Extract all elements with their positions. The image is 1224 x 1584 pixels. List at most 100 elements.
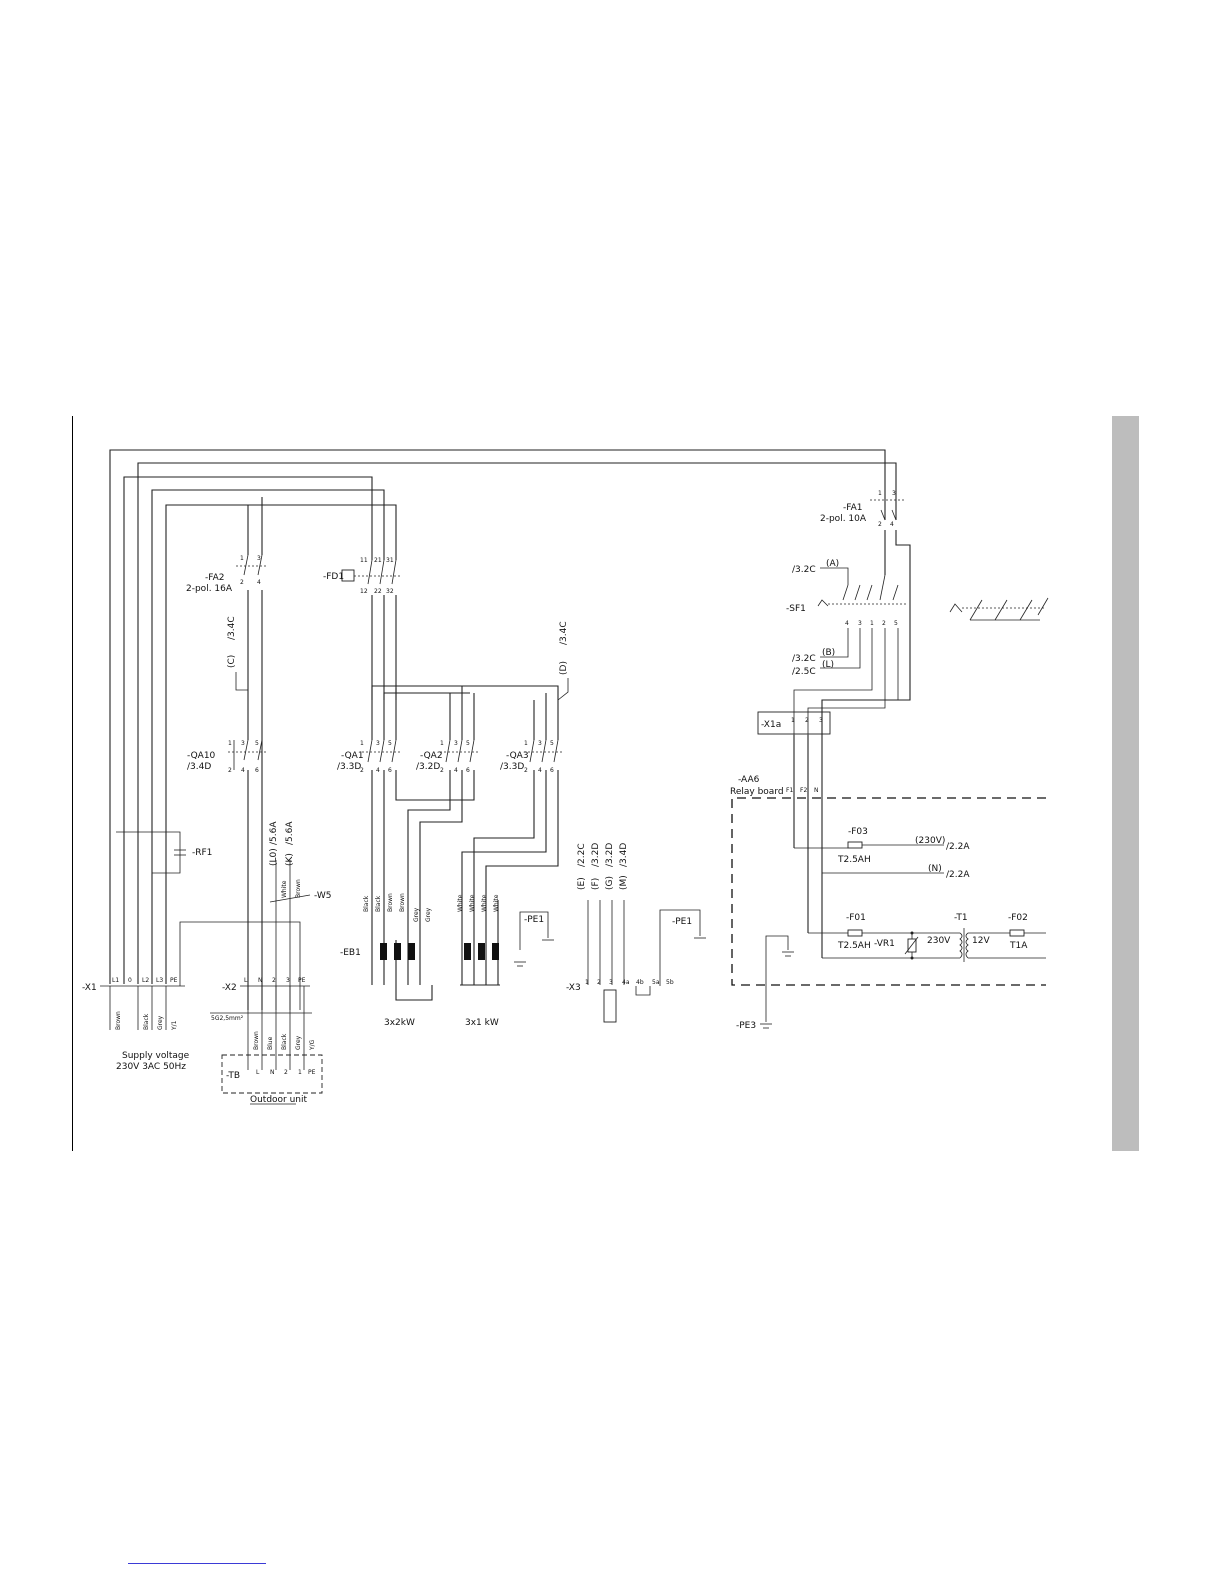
tb-term-2: 2 <box>284 1069 288 1076</box>
pe1-left-tag: -PE1 <box>524 915 544 925</box>
qa2-contact-1: 1 <box>440 740 444 747</box>
tb-term-l: L <box>256 1069 260 1076</box>
w5-color-white: White <box>281 880 288 898</box>
x1-wire-black: Black <box>143 1013 150 1030</box>
eb1-wire-color-4: Brown <box>399 893 406 912</box>
ground-pe3: -PE3 <box>736 985 772 1031</box>
fa2-spec: 2-pol. 16A <box>186 584 233 594</box>
fd1-tag: -FD1 <box>323 572 344 582</box>
f03-tag: -F03 <box>848 827 868 837</box>
eb1-wire-color-5: Grey <box>413 907 420 922</box>
qa10-contact-1: 1 <box>228 740 232 747</box>
fd1-contact-32: 32 <box>386 588 394 595</box>
relay-board-aa6[interactable]: -AA6 Relay board F1 F2 N -F03 T2.5AH (23… <box>730 775 1046 986</box>
ref-n-target: /2.2A <box>946 870 970 880</box>
switch-sf1[interactable]: /3.2C (A) -SF1 4 3 1 2 5 /3.2C (B) /2.5C… <box>786 559 1049 735</box>
contactor-qa10[interactable]: 1 3 5 2 4 6 -QA10 /3.4D <box>187 690 266 1010</box>
qa2-contact-3: 3 <box>454 740 458 747</box>
x2-wire-yg: Y/G <box>309 1039 316 1051</box>
qa3-tag: -QA3 <box>506 751 529 761</box>
qa10-contact-4: 4 <box>241 767 245 774</box>
ref-l0: (L0) <box>269 848 279 866</box>
tb-term-pe: PE <box>308 1069 316 1076</box>
eb1-bank-1kw: 3x1 kW <box>465 1018 499 1028</box>
x2-wire-black: Black <box>281 1033 288 1050</box>
qa1-contact-1: 1 <box>360 740 364 747</box>
outdoor-unit-tb[interactable]: -TB L N 2 1 PE Outdoor unit <box>221 1054 323 1105</box>
breaker-fa2[interactable]: 1 3 2 4 -FA2 2-pol. 16A (C) /3.4C <box>186 554 266 1010</box>
ref-l: (L) <box>822 660 834 670</box>
fd1-contact-12: 12 <box>360 588 368 595</box>
vr1-tag: -VR1 <box>874 939 895 949</box>
page-side-tab <box>1112 416 1139 1151</box>
contactor-qa3[interactable]: 1 3 5 2 4 6 -QA3 /3.3D <box>500 739 564 774</box>
x1-wire-y1: Y/1 <box>171 1020 178 1031</box>
fa1-contact-3: 3 <box>892 490 896 497</box>
x1a-tag: -X1a <box>761 720 781 730</box>
terminal-block-x1a[interactable]: -X1a 1 2 3 <box>757 711 831 958</box>
eb1-wire-color-2: Black <box>375 895 382 912</box>
qa3-contact-4: 4 <box>538 767 542 774</box>
qa3-contact-6: 6 <box>550 767 554 774</box>
x2-term-2: 2 <box>272 977 276 984</box>
fa1-contact-2: 2 <box>878 521 882 528</box>
qa1-contact-5: 5 <box>388 740 392 747</box>
heater-element-1kw-3 <box>492 943 499 960</box>
x3-term-4a: 4a <box>622 979 630 986</box>
x3-ref-f-target: /3.2D <box>591 843 601 867</box>
t1-primary: 230V <box>927 936 951 946</box>
breaker-fa1[interactable]: 1 3 2 4 -FA1 2-pol. 10A <box>820 490 911 735</box>
qa10-contact-5: 5 <box>255 740 259 747</box>
t1-tag: -T1 <box>954 913 968 923</box>
fa2-contact-3: 3 <box>257 555 261 562</box>
rf1-tag: -RF1 <box>192 848 212 858</box>
relay-term-f2: F2 <box>800 787 807 794</box>
terminal-block-x2[interactable]: -X2 L N 2 3 PE 5G2,5mm² Brown Blue Black… <box>210 977 316 1070</box>
x2-term-3: 3 <box>286 977 290 984</box>
qa3-contact-3: 3 <box>538 740 542 747</box>
fa2-contact-4: 4 <box>257 579 261 586</box>
fa1-contact-4: 4 <box>890 521 894 528</box>
f03-rating: T2.5AH <box>837 855 871 865</box>
qa10-tag: -QA10 <box>187 751 216 761</box>
heater-eb1[interactable]: -EB1 3x2kW 3x1 kW Black Black Brown Brow… <box>340 893 500 1028</box>
fa2-contact-2: 2 <box>240 579 244 586</box>
ref-230v-target: /2.2A <box>946 842 970 852</box>
t1-secondary: 12V <box>972 936 990 946</box>
contactor-qa1[interactable]: 1 3 5 2 4 6 -QA1 /3.3D <box>337 739 402 774</box>
fd1-contact-22: 22 <box>374 588 382 595</box>
ref-d-label: (D) <box>559 661 569 675</box>
qa2-contact-6: 6 <box>466 767 470 774</box>
ref-l0-target: /5.6A <box>269 821 279 845</box>
filter-rf1[interactable]: -RF1 <box>116 831 212 880</box>
x1a-term-3: 3 <box>819 717 823 724</box>
x1-caption-1: Supply voltage <box>122 1051 190 1061</box>
qa10-contact-6: 6 <box>255 767 259 774</box>
x3-term-3: 3 <box>609 979 613 986</box>
ground-pe1-right: -PE1 <box>659 909 706 986</box>
eb1-wire-color-9: White <box>481 894 488 912</box>
terminal-block-x1[interactable]: -X1 L1 0 L2 L3 PE Brown Black Grey Y/1 S… <box>82 921 301 1072</box>
limiter-fd1[interactable]: -FD1 11 21 31 12 22 32 <box>323 557 402 700</box>
ref-l-target: /2.5C <box>792 667 816 677</box>
qa2-contact-5: 5 <box>466 740 470 747</box>
fa2-contact-1: 1 <box>240 555 244 562</box>
x3-term-2: 2 <box>597 979 601 986</box>
qa1-tag: -QA1 <box>341 751 364 761</box>
x1-term-l3: L3 <box>156 977 163 984</box>
tb-term-1: 1 <box>298 1069 302 1076</box>
contactor-qa2[interactable]: 1 3 5 2 4 6 -QA2 /3.2D <box>416 739 480 774</box>
eb1-tag: -EB1 <box>340 948 361 958</box>
x1-caption-2: 230V 3AC 50Hz <box>116 1062 186 1072</box>
tb-tag: -TB <box>226 1071 240 1081</box>
ground-pe1-left: -PE1 <box>514 911 554 967</box>
x3-ref-g: (G) <box>605 876 615 890</box>
pe1-right-tag: -PE1 <box>672 917 692 927</box>
sf1-term-4: 4 <box>845 620 849 627</box>
eb1-wire-color-10: White <box>493 894 500 912</box>
supply-bus <box>109 449 897 984</box>
ref-b: (B) <box>822 648 835 658</box>
footer-link-underline[interactable] <box>128 1563 266 1564</box>
terminal-block-x3[interactable]: -X3 1 2 3 4a 4b 5a 5b (E) /2.2C (F) /3.2… <box>566 843 674 1023</box>
